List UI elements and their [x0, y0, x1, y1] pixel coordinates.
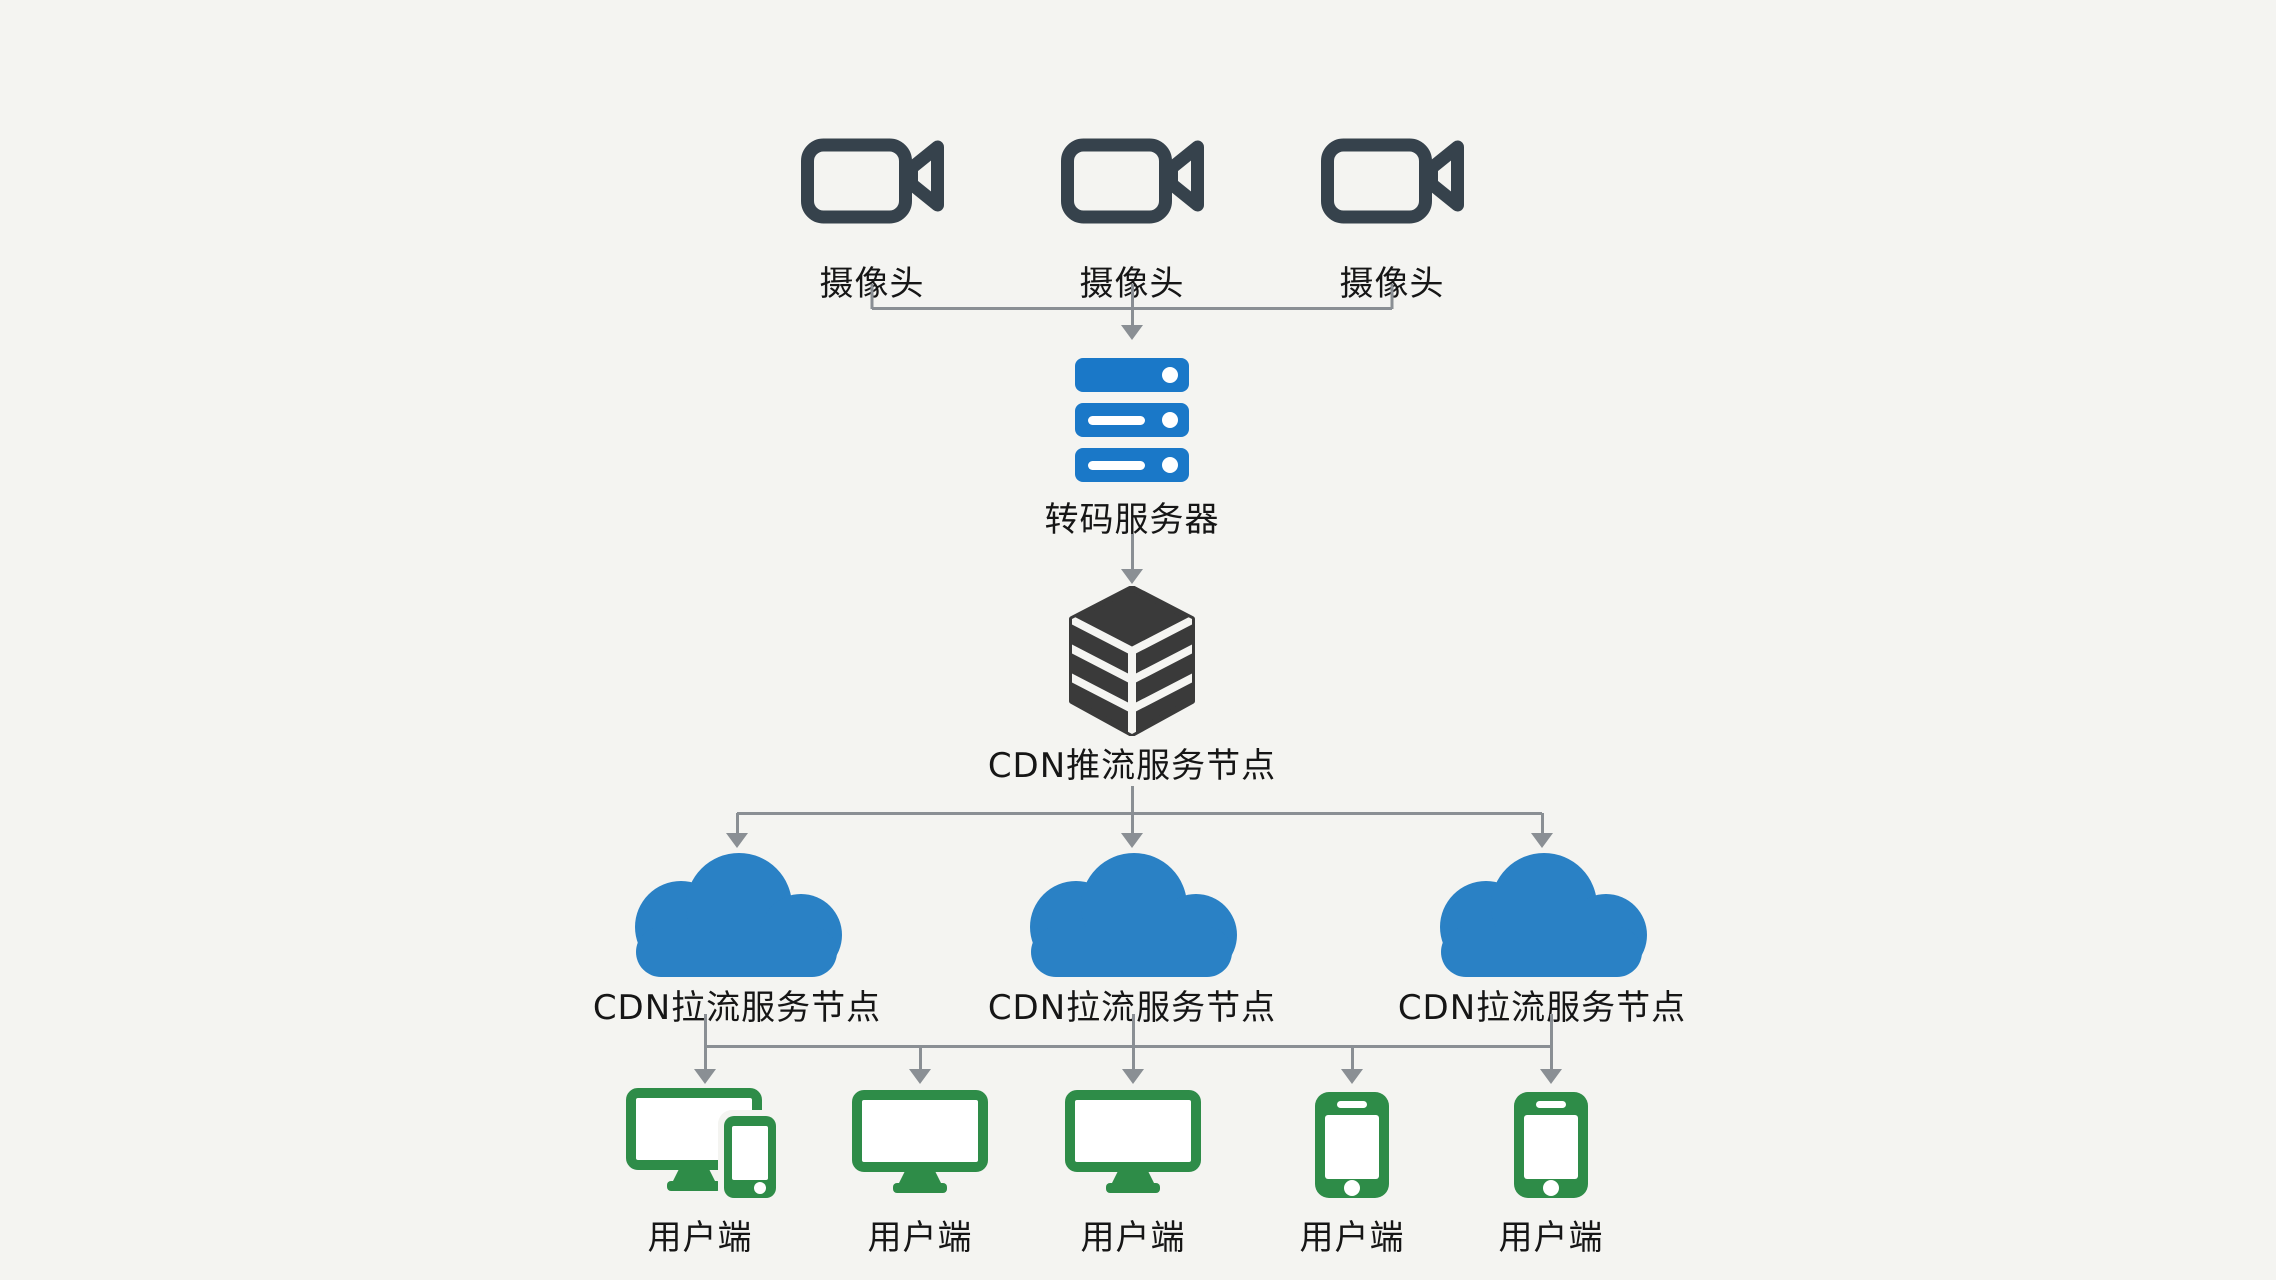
arrow-to-pull-node: [1531, 813, 1553, 848]
client-label: 用户端: [1299, 1218, 1405, 1258]
pull-node-label: CDN拉流服务节点: [592, 988, 882, 1028]
arrow-to-transcoder: [1121, 284, 1143, 340]
connector-pull-bus: [705, 1045, 1551, 1048]
server-stack-icon: [1075, 358, 1189, 482]
arrow-to-client: [1540, 1014, 1562, 1084]
pull-node-label: CDN拉流服务节点: [1397, 988, 1687, 1028]
transcoder-label: 转码服务器: [1044, 500, 1220, 540]
cloud-icon: [1426, 851, 1658, 977]
desktop-monitor-icon: [852, 1090, 988, 1194]
arrow-to-push-node: [1121, 534, 1143, 584]
cloud-icon: [1016, 851, 1248, 977]
arrow-to-client: [1341, 1046, 1363, 1084]
video-camera-icon: [1060, 136, 1205, 226]
arrow-to-pull-node: [726, 813, 748, 848]
connector-push-bus: [737, 812, 1542, 815]
client-label: 用户端: [1080, 1218, 1186, 1258]
mobile-phone-icon: [1511, 1090, 1591, 1200]
desktop-and-mobile-icon: [626, 1088, 782, 1206]
arrow-to-client: [694, 1014, 716, 1084]
video-camera-icon: [1320, 136, 1465, 226]
connector-cameras-left-stub: [870, 284, 874, 309]
video-camera-icon: [800, 136, 945, 226]
mobile-phone-icon: [1312, 1090, 1392, 1200]
client-label: 用户端: [867, 1218, 973, 1258]
arrow-to-client: [909, 1046, 931, 1084]
client-label: 用户端: [1498, 1218, 1604, 1258]
mobile-phone-icon: [718, 1110, 782, 1204]
arrow-to-pull-node: [1121, 786, 1143, 848]
push-node-label: CDN推流服务节点: [987, 746, 1277, 786]
arrow-to-client: [1122, 1014, 1144, 1084]
cdn-cube-icon: [1066, 585, 1198, 737]
cloud-icon: [621, 851, 853, 977]
pull-node-label: CDN拉流服务节点: [987, 988, 1277, 1028]
client-label: 用户端: [647, 1218, 753, 1258]
connector-cameras-right-stub: [1390, 284, 1394, 309]
desktop-monitor-icon: [1065, 1090, 1201, 1194]
